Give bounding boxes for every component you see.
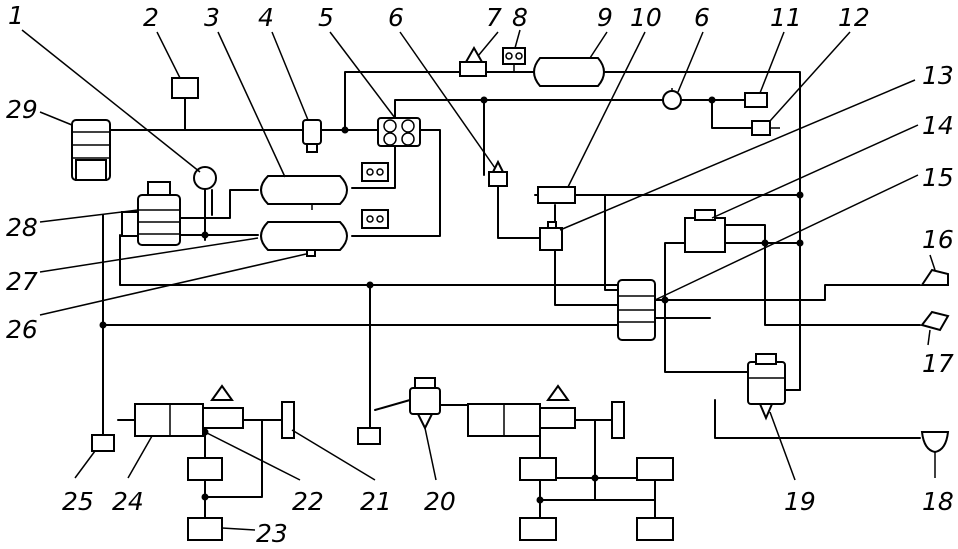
component-box-25 [91,434,115,452]
brake-drum-right [611,401,625,439]
label-22: 22 [292,487,324,516]
label-13: 13 [922,61,954,90]
component-11 [744,92,768,108]
component-28 [121,181,181,246]
label-20: 20 [424,487,456,516]
pressure-sensor-upper [361,162,389,182]
label-4: 4 [258,3,274,32]
compressor [71,119,111,181]
valve-10 [537,186,576,204]
label-14: 14 [922,111,954,140]
component-12 [751,120,780,136]
switch-8 [502,47,526,72]
wheel-chambers-right [519,457,674,541]
label-11: 11 [770,3,802,32]
label-23: 23 [256,519,288,548]
junction-dots [99,96,804,504]
relay-valve-20 [409,377,441,431]
receiver-9 [533,57,605,87]
pressure-sensor-lower [361,209,389,229]
label-27: 27 [6,267,38,296]
label-10: 10 [630,3,662,32]
check-valve-6-right [662,88,682,110]
receiver-3 [260,175,348,210]
label-7: 7 [486,3,502,32]
label-21: 21 [360,487,392,516]
brake-chamber-right [467,384,576,437]
label-5: 5 [318,3,334,32]
label-3: 3 [204,3,220,32]
coupling-head-18 [920,431,950,454]
label-12: 12 [838,3,870,32]
callout-labels: 1 2 3 4 5 6 7 8 9 10 6 11 12 13 14 15 16… [6,1,954,548]
trailer-valve-19 [747,353,786,421]
coupling-head-16 [920,268,949,286]
component-box-near-20 [357,427,381,445]
label-8: 8 [512,3,528,32]
brake-valve-15 [617,279,656,341]
label-15: 15 [922,163,954,192]
label-28: 28 [6,213,38,242]
check-valve-6-left [488,159,508,187]
brake-chamber-24 [134,384,244,437]
valve-7 [459,45,487,77]
component-box-2 [171,77,199,99]
label-29: 29 [6,95,38,124]
label-9: 9 [597,3,613,32]
brake-drum-21 [281,401,295,439]
label-19: 19 [784,487,816,516]
relay-valve-14 [684,209,726,253]
wheel-chambers-23 [187,457,223,541]
label-17: 17 [922,349,954,378]
label-2: 2 [143,3,159,32]
label-16: 16 [922,225,954,254]
protection-valve-5 [377,117,421,147]
coupling-head-17 [920,310,950,332]
label-25: 25 [62,487,94,516]
label-6: 6 [388,3,404,32]
receiver-27 [260,221,348,257]
label-1: 1 [8,1,24,30]
label-26: 26 [6,315,38,344]
label-18: 18 [922,487,954,516]
pipelines [102,71,921,521]
leader-lines [21,29,936,531]
label-6-right: 6 [694,3,710,32]
label-24: 24 [112,487,144,516]
valve-4 [302,119,322,153]
double-check-valve-13 [539,221,563,251]
